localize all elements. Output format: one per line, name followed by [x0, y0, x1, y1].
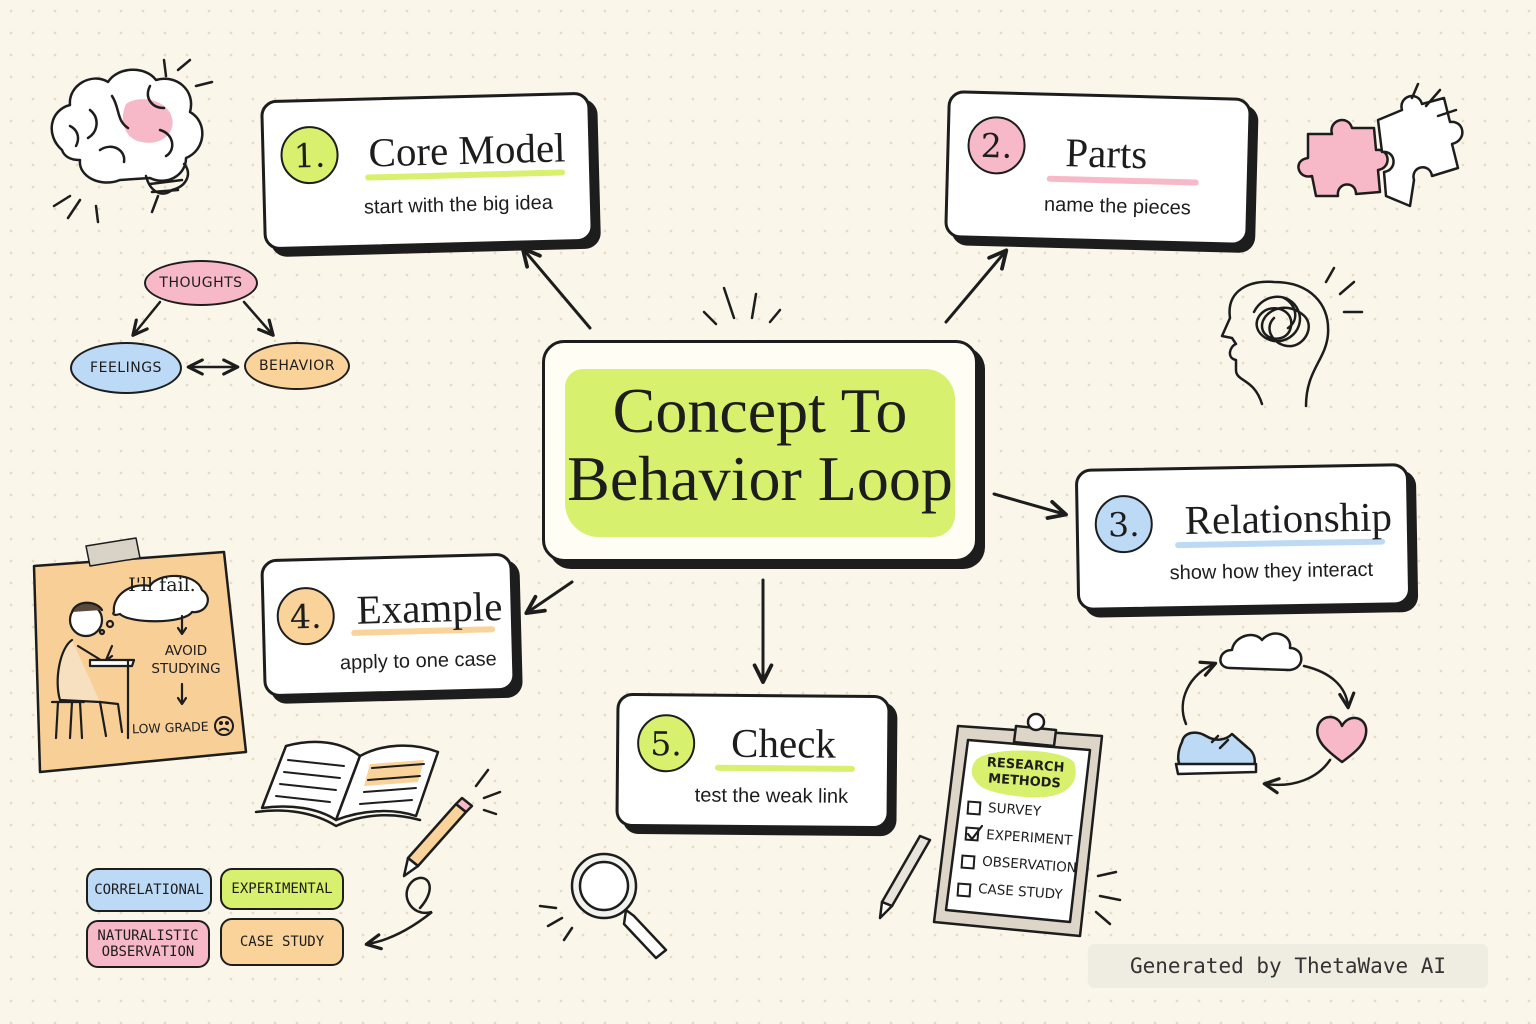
node-subtitle: start with the big idea — [363, 191, 554, 219]
diagram-title: Concept To Behavior Loop — [545, 377, 975, 513]
note-outcome: LOW GRADE — [131, 718, 209, 737]
curly-arrow — [364, 876, 433, 951]
arrow-to-relationship — [992, 492, 1068, 520]
node-title: Example — [355, 583, 503, 633]
arrow-to-core-model — [520, 246, 592, 330]
clipboard-pencil — [878, 834, 1122, 926]
node-subtitle: show how they interact — [1169, 558, 1374, 585]
emphasis-marks — [702, 286, 782, 326]
tangled-mind-head-icon — [1220, 266, 1364, 408]
cloud-icon — [1219, 632, 1303, 672]
student-desk-illustration — [50, 574, 209, 740]
open-book-icon — [254, 740, 440, 828]
title-line-2: Behavior Loop — [567, 443, 953, 514]
sneaker-icon — [1174, 731, 1258, 776]
clipboard-icon — [932, 712, 1104, 938]
note-thought: I'll fail. — [128, 574, 196, 596]
method-tag-experimental: EXPERIMENTAL — [220, 868, 344, 910]
brain-icon — [50, 58, 214, 224]
footer-credit: Generated by ThetaWave AI — [1088, 944, 1488, 988]
node-number-badge: 4. — [275, 586, 336, 646]
node-title: Core Model — [367, 124, 567, 176]
node-subtitle: name the pieces — [1043, 193, 1192, 220]
model-feelings: FEELINGS — [70, 342, 182, 394]
central-node: Concept To Behavior Loop — [542, 340, 978, 562]
note-action: AVOID STUDYING — [144, 642, 228, 678]
arrow-to-parts — [944, 248, 1009, 324]
connector-arrows — [520, 246, 1068, 684]
model-behavior: BEHAVIOR — [244, 342, 350, 390]
node-core-model: 1. Core Model start with the big idea — [260, 91, 594, 251]
pencil-icon — [402, 768, 502, 878]
node-title: Parts — [1064, 129, 1148, 178]
checklist-boxes — [956, 800, 984, 898]
node-number-badge: 5. — [636, 713, 696, 773]
node-relationship: 3. Relationship show how they interact — [1074, 463, 1412, 611]
method-tag-correlational: CORRELATIONAL — [86, 868, 212, 912]
node-check: 5. Check test the weak link — [615, 692, 891, 830]
node-title: Relationship — [1184, 493, 1393, 544]
model-triangle-arrows — [131, 300, 275, 376]
sad-face-icon — [214, 716, 234, 736]
note-action-line-2: STUDYING — [151, 661, 221, 677]
node-parts: 2. Parts name the pieces — [944, 90, 1252, 246]
model-thoughts: THOUGHTS — [144, 260, 258, 306]
central-highlight — [565, 369, 955, 537]
node-subtitle: test the weak link — [694, 784, 849, 808]
node-example: 4. Example apply to one case — [260, 552, 516, 698]
node-number-badge: 3. — [1094, 494, 1154, 554]
method-tag-naturalistic-observation: NATURALISTIC OBSERVATION — [86, 920, 210, 968]
puzzle-icon — [1297, 82, 1464, 208]
note-action-line-1: AVOID — [164, 643, 208, 659]
method-tag-case-study: CASE STUDY — [220, 918, 344, 966]
magnifying-glass-icon — [538, 852, 668, 960]
heart-icon — [1315, 715, 1368, 764]
node-title: Check — [730, 719, 837, 767]
title-line-1: Concept To — [612, 375, 908, 446]
node-subtitle: apply to one case — [339, 648, 498, 675]
node-number-badge: 1. — [279, 125, 340, 185]
title-underline — [1046, 175, 1199, 186]
node-number-badge: 2. — [966, 115, 1027, 176]
cycle-arrows — [1181, 660, 1356, 795]
arrow-to-example — [524, 580, 574, 616]
clipboard-heading: RESEARCH METHODS — [979, 755, 1071, 793]
